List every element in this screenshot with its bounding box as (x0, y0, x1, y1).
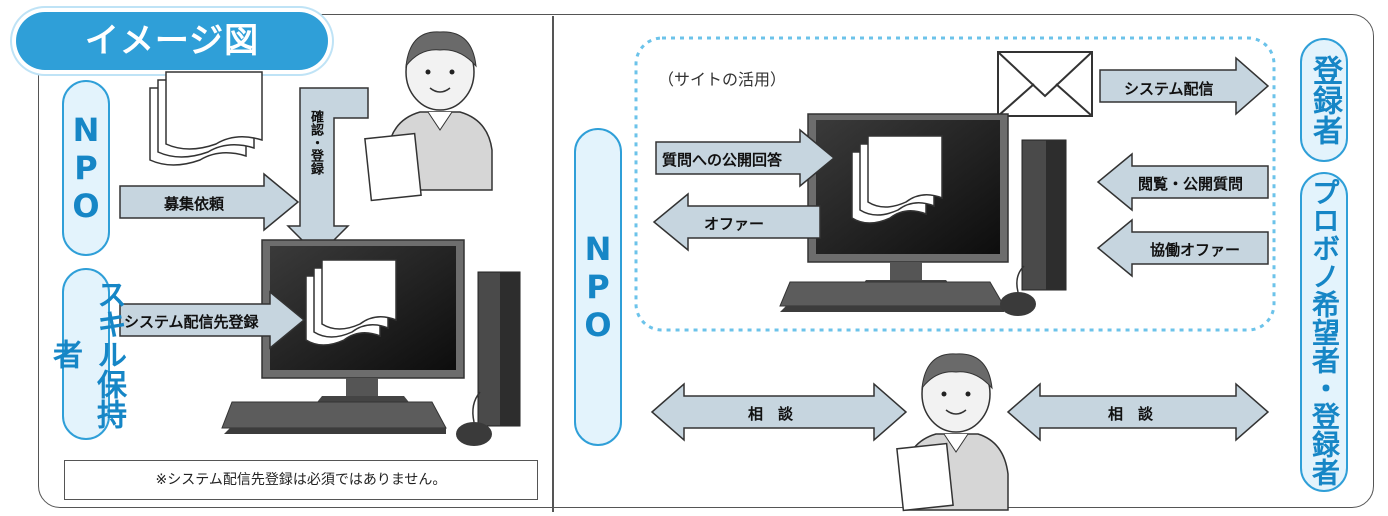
system-delivery-label: システム配信 (1124, 80, 1214, 98)
staff-person-icon (896, 353, 1009, 512)
consult-right-arrow (1006, 382, 1270, 442)
consult-left-arrow (650, 382, 908, 442)
title-tab (16, 12, 328, 70)
probono-entity: プロボノ希望者・登録者 (1300, 172, 1348, 492)
site-usage-label: （サイトの活用） (658, 70, 787, 89)
browse-question-arrow (1096, 152, 1269, 212)
confirm-register-arrow (286, 87, 369, 258)
skill-holder-entity: スキル保持者 (47, 268, 126, 440)
collab-offer-arrow (1096, 218, 1269, 278)
browse-question-label: 閲覧・公開質問 (1138, 175, 1244, 193)
system-delivery-arrow (1099, 56, 1270, 116)
panel-divider (552, 16, 554, 512)
registrant-entity: 登録者 (1300, 38, 1348, 162)
page-title: イメージ図 (84, 21, 260, 61)
confirm-register-label: 確認・登録 (308, 110, 323, 175)
consult-left-label: 相 談 (748, 405, 794, 423)
npo-entity-right: NPO (574, 128, 622, 446)
npo-entity-left: NPO (62, 80, 110, 256)
system-register-arrow (119, 290, 306, 350)
offer-arrow (652, 192, 821, 252)
collab-offer-label: 協働オファー (1150, 241, 1241, 259)
public-answer-label: 質問への公開回答 (662, 151, 783, 169)
document-stack-icon (305, 259, 397, 346)
offer-label: オファー (704, 215, 765, 233)
system-register-label: システム配信先登録 (124, 313, 259, 331)
site-area-border (634, 36, 1276, 332)
note-box: ※システム配信先登録は必須ではありません。 (64, 460, 538, 500)
public-answer-arrow (655, 128, 836, 188)
staff-person-icon (364, 31, 493, 202)
recruit-label: 募集依頼 (164, 195, 225, 213)
recruit-arrow (119, 172, 300, 232)
consult-right-label: 相 談 (1108, 405, 1154, 423)
document-stack-icon (149, 71, 263, 166)
document-stack-icon (851, 135, 943, 224)
envelope-icon (997, 51, 1093, 117)
